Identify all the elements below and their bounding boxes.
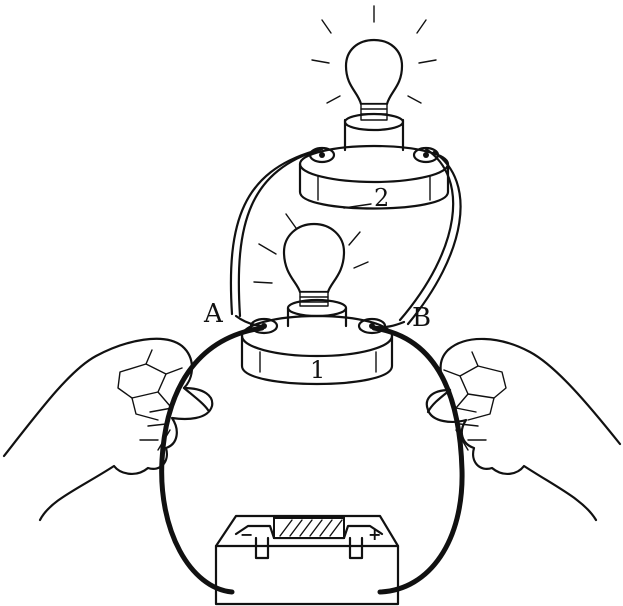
battery-positive-sign: + xyxy=(368,525,381,544)
label-point-a: A xyxy=(203,299,224,329)
parallel-wires xyxy=(231,149,461,324)
battery: − + xyxy=(216,516,398,604)
bulb-1-number: 1 xyxy=(310,356,325,384)
bulb-2-screw xyxy=(361,104,387,120)
bulb-1: 1 xyxy=(242,214,392,384)
bulb-2-glass xyxy=(346,40,402,104)
bulb-2-number: 2 xyxy=(374,184,389,212)
bulb-2-light-rays xyxy=(312,6,436,103)
label-point-b: B xyxy=(412,303,431,333)
battery-negative-sign: − xyxy=(240,525,253,544)
bulb-1-glass xyxy=(284,224,344,292)
left-hand xyxy=(4,339,212,520)
bulb-2: 2 xyxy=(300,6,448,212)
right-hand xyxy=(427,339,620,520)
